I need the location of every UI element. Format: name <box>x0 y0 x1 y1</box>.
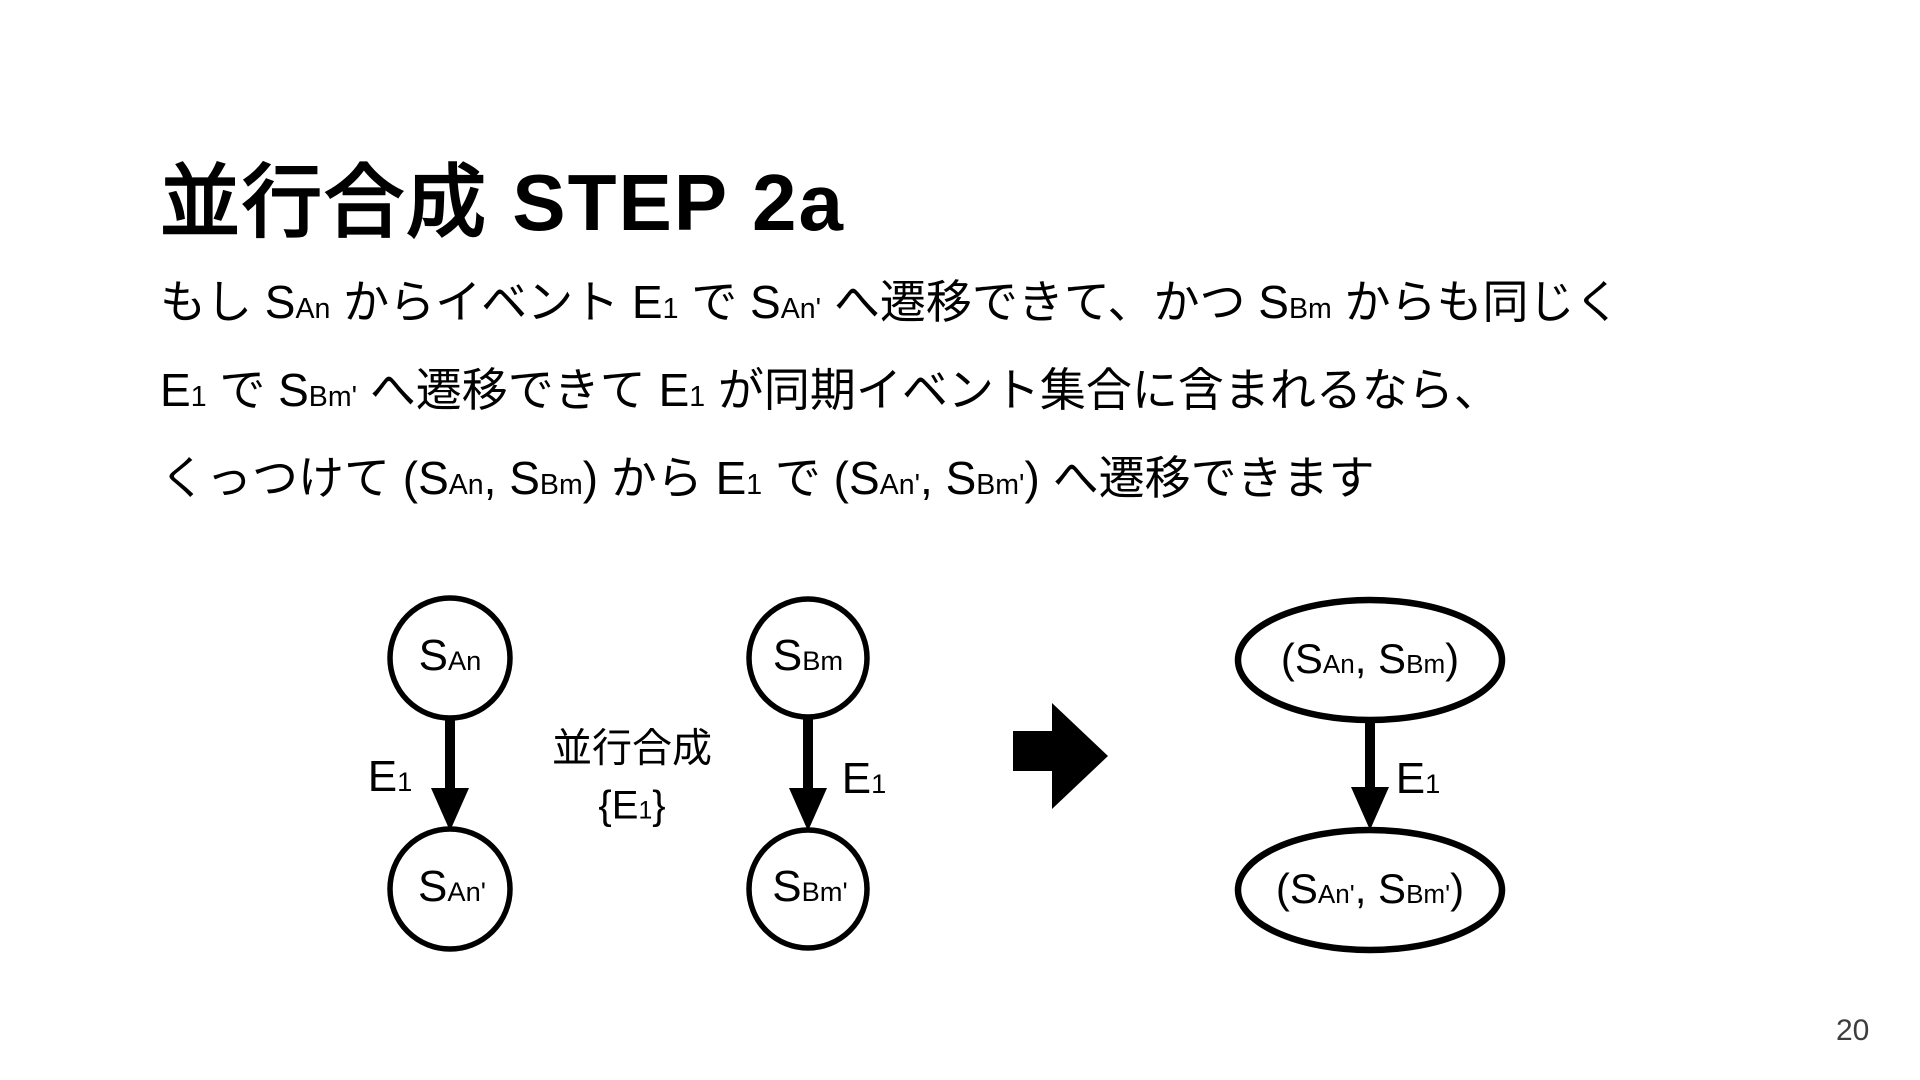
state-label-san-prime: SAn' <box>418 862 486 911</box>
body-line-2: E1 で SBm' へ遷移できて E1 が同期イベント集合に含まれるなら、 <box>160 364 1500 416</box>
state-label-san: SAn <box>418 631 482 680</box>
operation-label: 並行合成 {E1} <box>552 721 712 840</box>
state-label-sbm: SBm <box>772 631 844 680</box>
transition-arrow-b-head <box>789 788 827 831</box>
transition-arrow-pair-head <box>1351 787 1389 830</box>
state-label-pair-bottom: (SAn', SBm') <box>1275 865 1465 912</box>
operation-label-sync-set: {E1} <box>598 783 666 828</box>
body-line-1: もし SAn からイベント E1 で SAn' へ遷移できて、かつ SBm から… <box>160 276 1621 328</box>
body-text: もし SAn からイベント E1 で SAn' へ遷移できて、かつ SBm から… <box>160 258 1621 522</box>
edge-label-e1-right: E1 <box>1395 754 1441 803</box>
state-label-sbm-prime: SBm' <box>772 862 848 911</box>
body-line-3: くっつけて (SAn, SBm) から E1 で (SAn', SBm') へ遷… <box>160 452 1375 504</box>
operation-label-name: 並行合成 <box>552 726 712 771</box>
state-label-pair-top: (SAn, SBm) <box>1280 635 1460 682</box>
result-arrow-icon <box>1013 703 1108 809</box>
edge-label-e1-middle: E1 <box>841 754 887 803</box>
slide-title: 並行合成 STEP 2a <box>160 157 845 247</box>
page-number: 20 <box>1836 1014 1870 1047</box>
transition-arrow-a-head <box>431 788 469 831</box>
edge-label-e1-left: E1 <box>367 752 413 801</box>
